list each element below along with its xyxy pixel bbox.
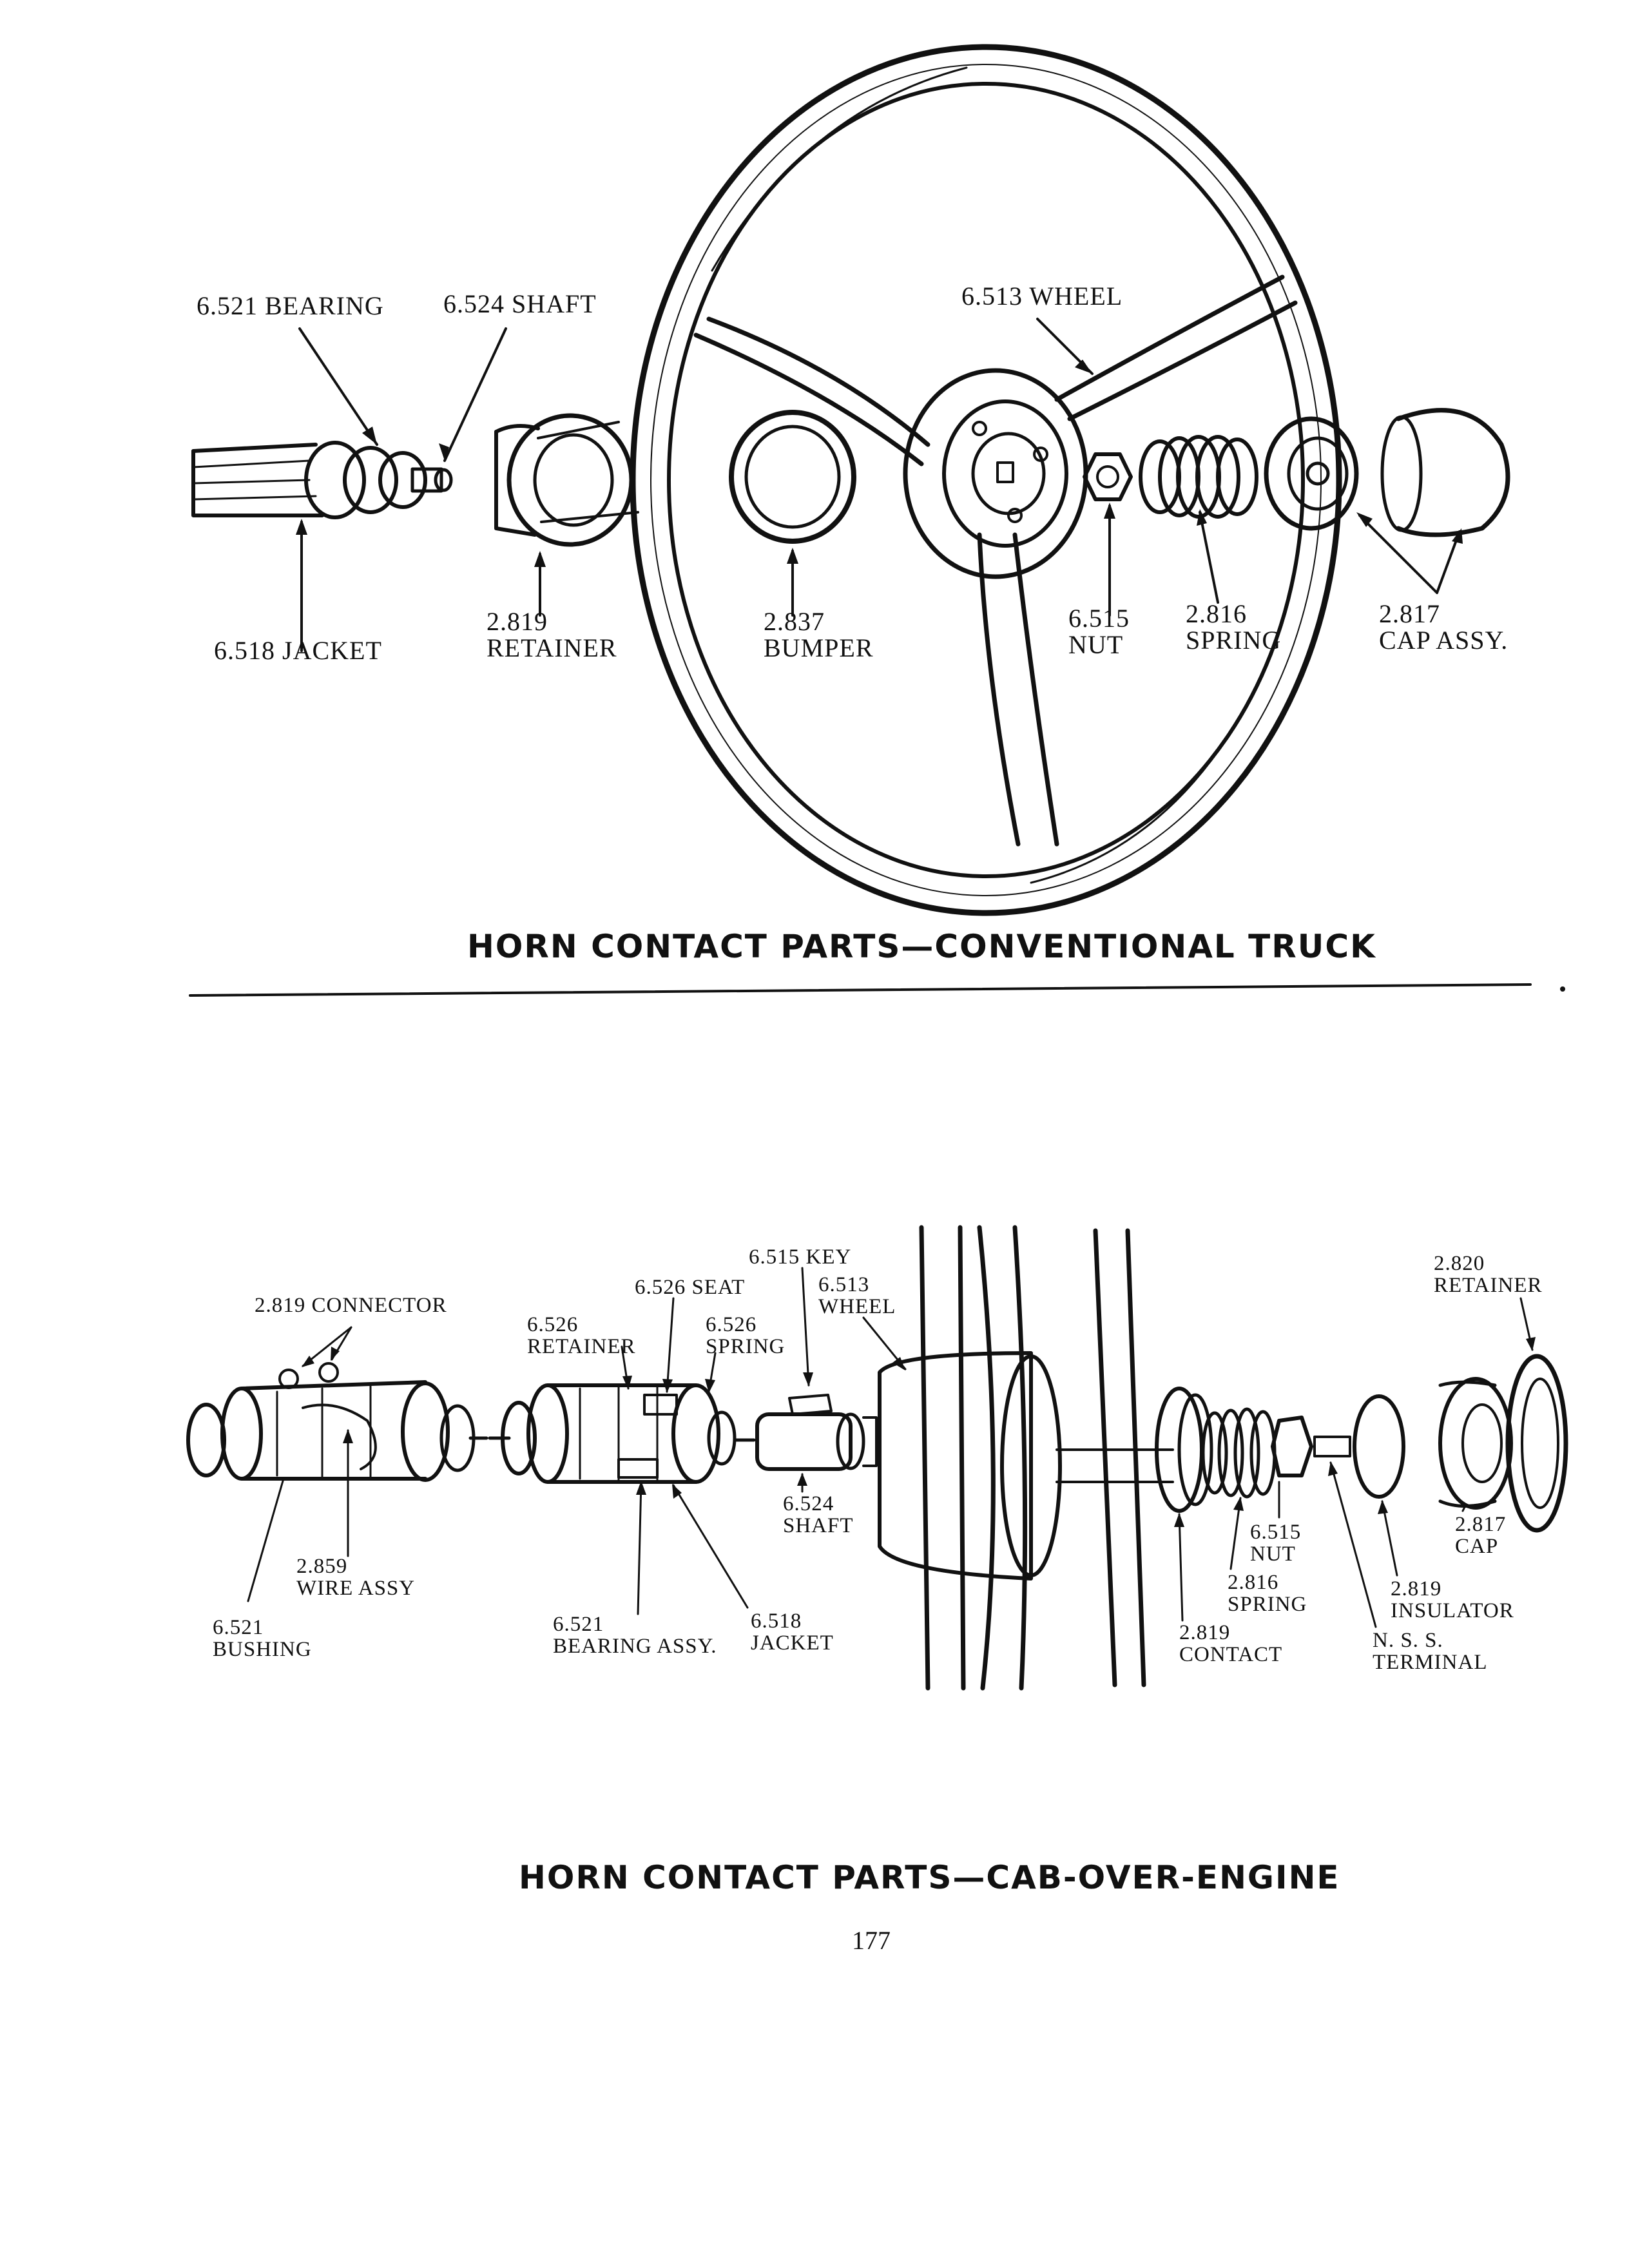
label-2-820-retainer: 2.820 RETAINER xyxy=(1434,1252,1543,1297)
label-2-837-bumper: 2.837 BUMPER xyxy=(764,607,874,662)
cab-over-cap-retainer-drawing xyxy=(1438,1354,1568,1533)
bottom-arrowheads xyxy=(302,1337,1536,1527)
cap-assy-drawing xyxy=(1264,408,1510,537)
label-2-817-cap: 2.817 CAP xyxy=(1455,1513,1507,1558)
label-2-819-retainer: 2.819 RETAINER xyxy=(487,607,617,662)
retainer-drawing xyxy=(494,413,639,547)
label-nss-terminal: N. S. S. TERMINAL xyxy=(1373,1629,1488,1674)
label-2-819-insulator: 2.819 INSULATOR xyxy=(1391,1577,1514,1622)
steering-wheel-drawing xyxy=(630,44,1342,916)
label-6-518-jacket: 6.518 JACKET xyxy=(214,636,382,665)
divider-dot xyxy=(1560,986,1565,992)
label-6-524-shaft: 6.524 SHAFT xyxy=(443,289,597,318)
bottom-diagram-title: HORN CONTACT PARTS—CAB-OVER-ENGINE xyxy=(519,1859,1340,1896)
label-6-521-bearing-assy: 6.521 BEARING ASSY. xyxy=(553,1613,717,1658)
bottom-leader-lines xyxy=(247,1267,1534,1628)
section-divider xyxy=(189,983,1532,997)
label-2-817-cap-assy: 2.817 CAP ASSY. xyxy=(1379,599,1509,655)
cab-over-contact-spring-drawing xyxy=(1155,1387,1405,1513)
label-6-521-bearing: 6.521 BEARING xyxy=(197,291,384,320)
label-6-524-shaft-cab: 6.524 SHAFT xyxy=(783,1492,854,1537)
label-2-819-contact: 2.819 CONTACT xyxy=(1179,1621,1283,1666)
shaft-key-drawing xyxy=(733,1394,878,1471)
label-6-515-key: 6.515 KEY xyxy=(749,1245,852,1269)
spring-drawing xyxy=(1139,435,1258,519)
label-6-513-wheel: 6.513 WHEEL xyxy=(961,282,1123,311)
label-6-526-seat: 6.526 SEAT xyxy=(635,1276,746,1299)
bumper-drawing xyxy=(729,410,856,544)
top-arrowheads xyxy=(296,360,1463,567)
jacket-bearing-shaft-drawing xyxy=(191,441,453,519)
column-bushing-drawing xyxy=(186,1362,488,1482)
nut-drawing xyxy=(1083,452,1133,501)
top-leader-lines xyxy=(298,318,1461,652)
label-6-518-jacket-cab: 6.518 JACKET xyxy=(751,1610,834,1655)
label-6-521-bushing: 6.521 BUSHING xyxy=(213,1616,312,1661)
label-6-513-wheel-cab: 6.513 WHEEL xyxy=(818,1273,896,1318)
cab-over-wheel-drawing xyxy=(878,1225,1174,1691)
label-2-816-spring: 2.816 SPRING xyxy=(1186,599,1282,655)
label-6-526-retainer: 6.526 RETAINER xyxy=(527,1313,636,1358)
label-6-515-nut: 6.515 NUT xyxy=(1068,604,1130,659)
label-2-859-wire-assy: 2.859 WIRE ASSY xyxy=(296,1555,416,1600)
label-2-816-spring-cab: 2.816 SPRING xyxy=(1228,1571,1307,1616)
label-6-526-spring: 6.526 SPRING xyxy=(706,1313,786,1358)
label-6-515-nut-cab: 6.515 NUT xyxy=(1250,1521,1302,1566)
top-diagram-title: HORN CONTACT PARTS—CONVENTIONAL TRUCK xyxy=(467,928,1376,965)
page-number: 177 xyxy=(852,1926,891,1955)
column-bearing-jacket-drawing xyxy=(488,1383,737,1484)
label-2-819-connector: 2.819 CONNECTOR xyxy=(255,1294,447,1317)
